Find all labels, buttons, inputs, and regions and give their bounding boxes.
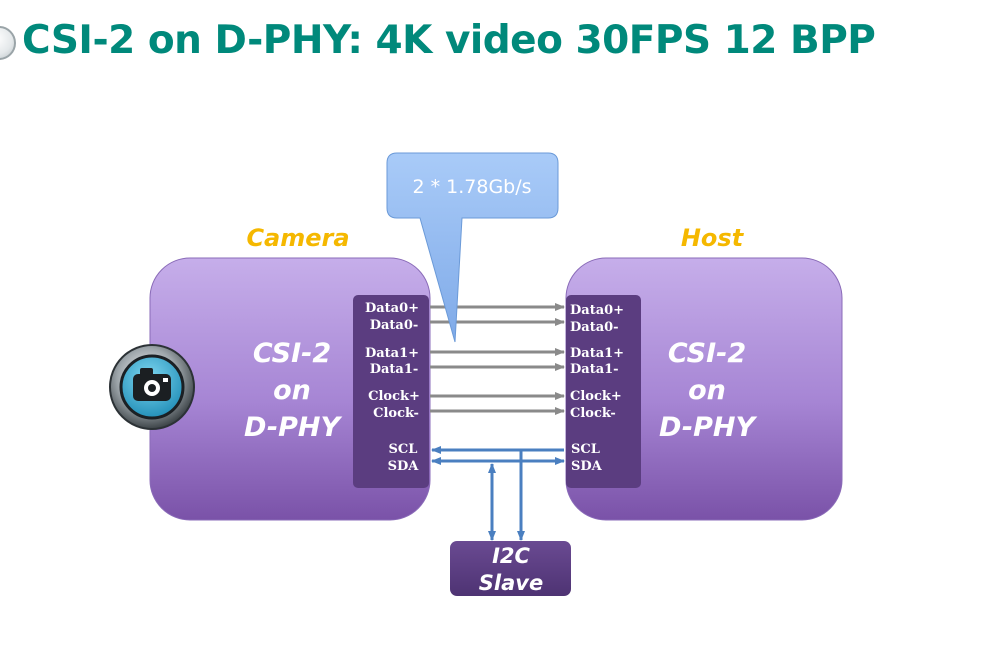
camera-signal-labels: Data0+ Data0- Data1+ Data1- Clock+ Clock… [365, 301, 420, 474]
host-label-sda: SDA [571, 459, 603, 474]
host-label-clock-pos: Clock+ [570, 389, 622, 404]
camera-label-data1-neg: Data1- [370, 362, 419, 377]
camera-block-line3: D-PHY [244, 412, 343, 443]
camera-label-clock-pos: Clock+ [368, 389, 420, 404]
camera-caption: Camera [246, 224, 349, 252]
i2c-slave-block [450, 541, 571, 596]
host-label-scl: SCL [571, 442, 600, 457]
camera-label-data1-pos: Data1+ [365, 346, 419, 361]
host-label-clock-neg: Clock- [570, 406, 616, 421]
host-signal-labels: Data0+ Data0- Data1+ Data1- Clock+ Clock… [570, 303, 624, 474]
camera-label-clock-neg: Clock- [373, 406, 419, 421]
camera-label-scl: SCL [389, 442, 418, 457]
host-block-line2: on [688, 375, 726, 406]
host-caption: Host [681, 224, 745, 252]
i2c-lines [431, 446, 565, 541]
camera-icon [109, 344, 195, 430]
camera-port [353, 295, 429, 488]
camera-block-line1: CSI-2 [253, 338, 331, 369]
callout-bubble [386, 152, 559, 343]
callout-text: 2 * 1.78Gb/s [412, 176, 531, 198]
page-title: CSI-2 on D-PHY: 4K video 30FPS 12 BPP [22, 18, 876, 63]
camera-label-data0-neg: Data0- [370, 318, 419, 333]
host-label-data1-pos: Data1+ [570, 346, 624, 361]
host-label-data1-neg: Data1- [570, 362, 619, 377]
host-port [566, 295, 641, 488]
i2c-slave-line2: Slave [479, 571, 543, 595]
host-block-line1: CSI-2 [668, 338, 746, 369]
camera-label-sda: SDA [388, 459, 420, 474]
camera-block-line2: on [273, 375, 311, 406]
host-label-data0-neg: Data0- [570, 320, 619, 335]
i2c-slave-line1: I2C [492, 544, 530, 568]
camera-label-data0-pos: Data0+ [365, 301, 419, 316]
host-block-line3: D-PHY [659, 412, 758, 443]
host-label-data0-pos: Data0+ [570, 303, 624, 318]
